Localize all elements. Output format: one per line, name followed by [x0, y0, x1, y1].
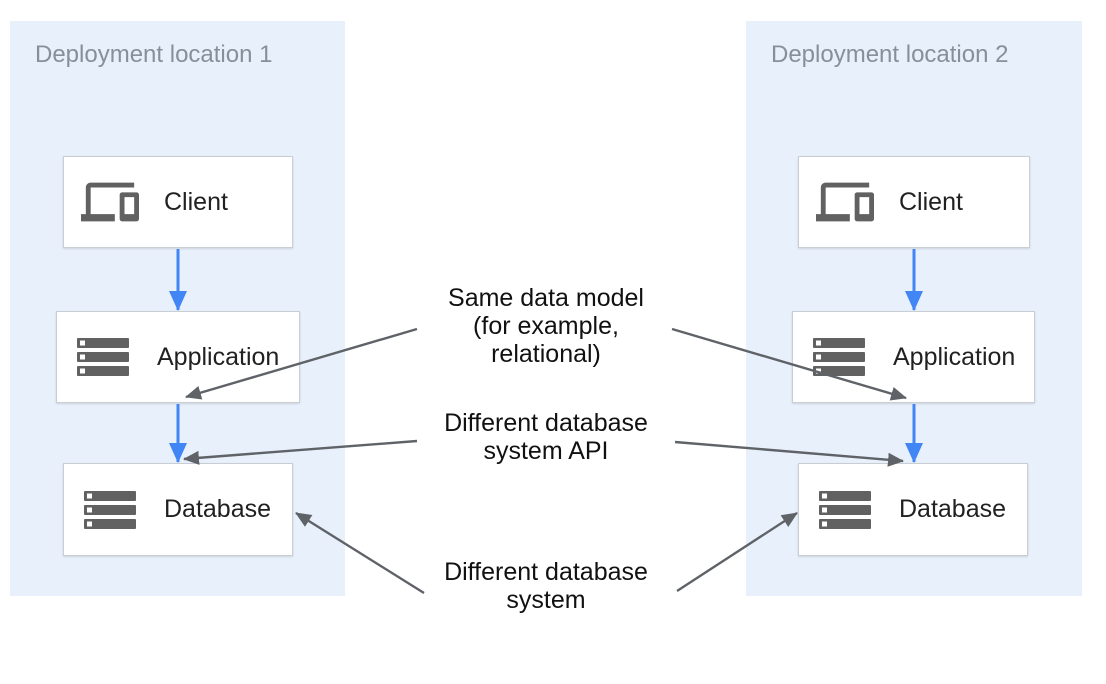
database-box-right: Database	[798, 463, 1028, 556]
annotation-line: (for example,	[473, 312, 619, 340]
application-box-left: Application	[56, 311, 300, 403]
annotation-same-data-model: Same data model (for example, relational…	[420, 284, 672, 368]
application-box-right: Application	[792, 311, 1035, 403]
annotation-line: system API	[483, 437, 609, 465]
node-label: Client	[164, 187, 228, 216]
node-label: Database	[164, 495, 272, 523]
annotation-different-database-api: Different database system API	[420, 409, 672, 465]
annotation-line: Different database	[444, 558, 648, 586]
client-box-right: Client	[798, 156, 1030, 248]
devices-icon	[80, 173, 140, 231]
node-label: Database	[899, 495, 1007, 523]
database-box-left: Database	[63, 463, 293, 556]
storage-icon	[73, 338, 133, 376]
node-label: Client	[899, 187, 963, 216]
panel-title: Deployment location 1	[35, 41, 273, 68]
annotation-line: relational)	[491, 340, 601, 368]
panel-title: Deployment location 2	[771, 41, 1009, 68]
client-box-left: Client	[63, 156, 293, 248]
annotation-line: Same data model	[448, 284, 644, 312]
annotation-different-database-system: Different database system	[420, 558, 672, 614]
annotation-line: Different database	[444, 409, 648, 437]
node-label: Application	[157, 342, 280, 371]
node-label: Application	[893, 342, 1016, 371]
storage-icon	[80, 490, 140, 529]
storage-icon	[815, 490, 875, 529]
storage-icon	[809, 338, 869, 376]
annotation-line: system	[506, 586, 586, 614]
devices-icon	[815, 173, 875, 231]
